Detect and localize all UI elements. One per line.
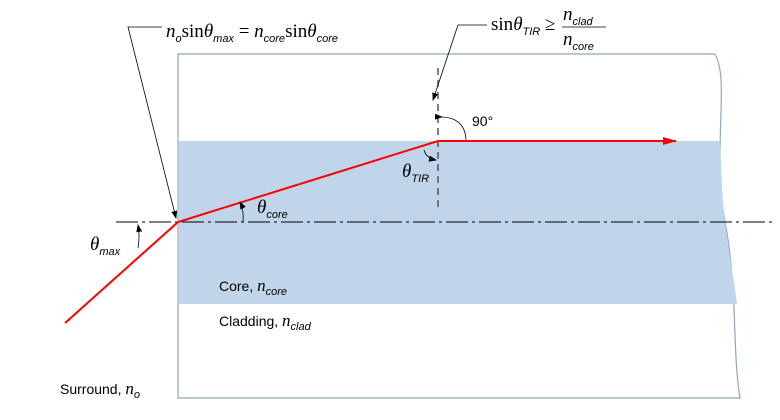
angle-arc-90 [434, 113, 467, 141]
theta-core-label: θcore [257, 197, 288, 221]
angle-arc-tir [423, 149, 437, 162]
angle-90-label: 90° [472, 113, 493, 129]
launch-condition-equation: nosinθmax = ncoresinθcore [166, 21, 338, 45]
surround-label: Surround, no [60, 379, 140, 401]
tir-condition-equation: sinθTIR ≥ [491, 14, 555, 38]
theta-max-label: θmax [90, 234, 121, 258]
tir-denominator: ncore [563, 29, 594, 53]
cladding-label: Cladding, nclad [219, 311, 312, 333]
leader-tir [432, 24, 487, 101]
theta-tir-label: θTIR [402, 161, 429, 185]
angle-arc-core [239, 201, 246, 223]
leader-launch [127, 26, 178, 219]
light-ray [64, 137, 677, 324]
core-label: Core, ncore [219, 276, 287, 298]
angle-arc-max [136, 224, 143, 249]
tir-numerator: nclad [563, 4, 594, 28]
